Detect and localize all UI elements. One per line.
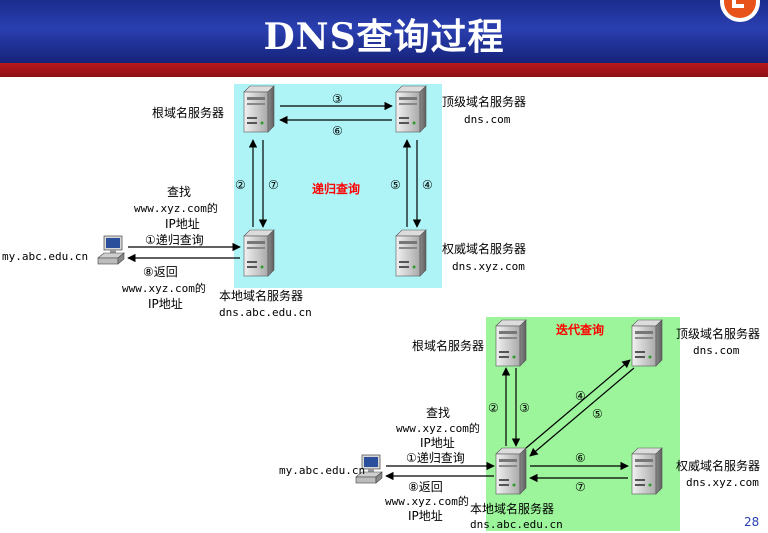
iterative-root-label: 根域名服务器 (412, 338, 484, 353)
iterative-local-label: 本地域名服务器 (470, 501, 554, 516)
iterative-step: ③ (519, 401, 530, 415)
recursive-step: ④ (422, 178, 433, 192)
recursive-query-line: www.xyz.com的 (134, 201, 218, 215)
recursive-query-line: 查找 (167, 185, 191, 199)
recursive-auth-domain: dns.xyz.com (452, 260, 525, 273)
iterative-step: ⑥ (575, 451, 586, 465)
iterative-reply-line: IP地址 (408, 509, 443, 523)
iter-local-server-icon (495, 447, 527, 495)
iterative-query-line: 查找 (426, 406, 450, 420)
recursive-local-domain: dns.abc.edu.cn (219, 306, 312, 319)
recursive-step: ⑦ (268, 178, 279, 192)
iterative-step: ④ (575, 389, 586, 403)
client-pc-icon (97, 235, 125, 265)
iterative-local-domain: dns.abc.edu.cn (470, 518, 563, 531)
recursive-tld-label: 顶级域名服务器 (442, 94, 526, 109)
iterative-auth-domain: dns.xyz.com (686, 476, 759, 489)
recursive-query-line: IP地址 (165, 217, 200, 231)
iterative-client-label: my.abc.edu.cn (279, 464, 365, 477)
iterative-query-line: ①递归查询 (406, 451, 465, 465)
iterative-reply-line: ⑧返回 (408, 480, 443, 494)
iterative-step: ⑦ (575, 480, 586, 494)
iterative-tld-domain: dns.com (693, 344, 740, 357)
iterative-step: ② (488, 401, 499, 415)
recursive-step: ② (235, 178, 246, 192)
iterative-step: ⑤ (592, 407, 603, 421)
title-bar (0, 0, 768, 63)
recursive-local-label: 本地域名服务器 (219, 288, 303, 303)
iterative-label: 迭代查询 (556, 322, 604, 337)
recursive-root-label: 根域名服务器 (152, 105, 224, 120)
recursive-label: 递归查询 (312, 181, 360, 196)
iter-root-server-icon (495, 319, 527, 367)
recursive-auth-label: 权威域名服务器 (442, 241, 526, 256)
logo-icon (720, 0, 760, 22)
iter-tld-server-icon (631, 319, 663, 367)
iter-auth-server-icon (631, 447, 663, 495)
iterative-reply-line: www.xyz.com的 (385, 494, 469, 508)
recursive-step: ③ (332, 92, 343, 106)
title-stripe (0, 63, 768, 77)
iterative-query-line: www.xyz.com的 (396, 421, 480, 435)
recursive-client-label: my.abc.edu.cn (2, 250, 88, 263)
recursive-step: ⑤ (390, 178, 401, 192)
recursive-reply-line: ⑧返回 (143, 265, 178, 279)
iterative-tld-label: 顶级域名服务器 (676, 326, 760, 341)
recursive-step: ⑥ (332, 124, 343, 138)
recursive-tld-domain: dns.com (464, 113, 511, 126)
tld-server-icon (395, 85, 427, 133)
auth-server-icon (395, 229, 427, 277)
iterative-auth-label: 权威域名服务器 (676, 458, 760, 473)
recursive-query-line: ①递归查询 (145, 233, 204, 247)
page-number: 28 (744, 515, 760, 529)
local-server-icon (243, 229, 275, 277)
recursive-reply-line: www.xyz.com的 (122, 281, 206, 295)
recursive-reply-line: IP地址 (148, 297, 183, 311)
root-server-icon (243, 85, 275, 133)
iterative-query-line: IP地址 (420, 436, 455, 450)
page-title: DNS查询过程 (263, 16, 505, 58)
